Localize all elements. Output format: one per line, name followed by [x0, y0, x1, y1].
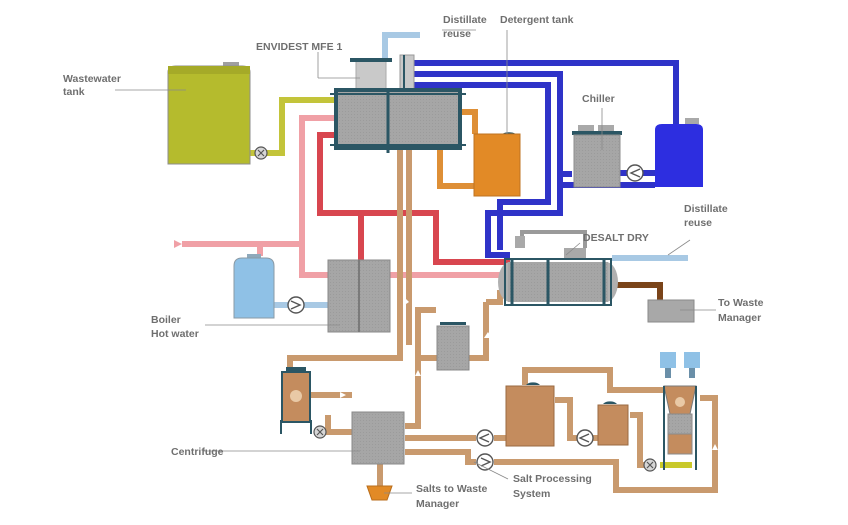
leader-lines — [115, 29, 716, 494]
desalt-dry-unit — [498, 236, 618, 306]
labels: Wastewater tank ENVIDEST MFE 1 Distillat… — [63, 14, 766, 510]
salts-to-waste-label: Salts to Waste Manager — [416, 483, 490, 510]
salt-processing-label: Salt Processing System — [513, 473, 595, 500]
arrow-icon — [340, 392, 346, 398]
centrifuge-unit — [351, 411, 405, 501]
cold-pipe-2 — [412, 71, 563, 258]
cold-pipe-1 — [412, 60, 679, 125]
valve-icon — [254, 146, 268, 160]
salt-dryer-unit — [660, 352, 700, 470]
process-pipe-15 — [630, 412, 650, 468]
chiller-tank — [655, 118, 703, 187]
desalt-vapour-pipe — [520, 230, 587, 248]
wastewater-tank-label: Wastewater tank — [63, 73, 124, 98]
to-waste-manager-label: To Waste Manager — [718, 297, 766, 324]
process-pipe-12 — [522, 367, 665, 393]
detergent-tank-label: Detergent tank — [500, 14, 574, 26]
arrow-icon — [712, 444, 718, 450]
salt-processing-tank-large — [505, 382, 555, 447]
envidest-mfe-unit — [330, 54, 466, 153]
desalt-dry-label: DESALT DRY — [583, 232, 649, 244]
pump-icon — [476, 453, 494, 471]
wastewater-tank — [167, 62, 251, 165]
hot-water-pipe-light — [299, 115, 338, 278]
distillate-pipe-top — [382, 32, 420, 60]
waste-manager-box — [647, 299, 695, 323]
pump-icon — [287, 296, 305, 314]
cold-pipe-3 — [412, 82, 551, 250]
pump-icon — [576, 429, 594, 447]
hot-water-pipe-dark — [317, 132, 510, 265]
flow-arrows — [174, 31, 718, 450]
process-pipe-13 — [555, 397, 578, 441]
detergent-tank — [473, 132, 521, 197]
distillate-reuse-top-label: Distillate reuse — [443, 14, 490, 40]
centrifuge-label: Centrifuge — [171, 446, 224, 458]
process-pipe-3 — [405, 307, 436, 429]
arrow-icon — [596, 387, 602, 393]
arrow-icon — [428, 31, 436, 39]
detergent-pipe — [462, 109, 478, 134]
envidest-label: ENVIDEST MFE 1 — [256, 41, 343, 53]
chiller-label: Chiller — [582, 93, 615, 105]
wastewater-pipe — [250, 97, 338, 156]
process-pipe-9 — [405, 449, 476, 465]
pipes — [182, 32, 718, 493]
pump-icon — [626, 164, 644, 182]
arrow-icon — [415, 370, 421, 376]
arrow-icon — [403, 296, 409, 306]
arrow-icon — [693, 254, 701, 262]
process-pipe-7 — [325, 415, 352, 435]
heat-exchanger — [327, 259, 391, 333]
arrow-icon — [174, 240, 182, 248]
collector-tank — [436, 322, 470, 371]
distillate-reuse-right-label: Distillate reuse — [684, 203, 731, 229]
process-pipe-1 — [287, 150, 403, 372]
boiler-tank — [233, 254, 275, 319]
waste-pipe — [612, 282, 663, 300]
process-pipe-11 — [494, 395, 718, 493]
salt-processing-tank-small — [597, 401, 629, 446]
valve-icon — [313, 425, 327, 439]
arrow-icon — [484, 332, 492, 338]
pump-icon — [476, 429, 494, 447]
pumps — [287, 164, 644, 471]
boiler-label: Boiler Hot water — [151, 314, 199, 340]
feed-vessel — [280, 367, 312, 434]
process-pipe-5 — [486, 290, 503, 305]
valve-icon — [643, 458, 657, 472]
valves — [254, 146, 657, 472]
chiller-unit — [572, 125, 622, 188]
detergent-pipe-2 — [437, 150, 474, 189]
